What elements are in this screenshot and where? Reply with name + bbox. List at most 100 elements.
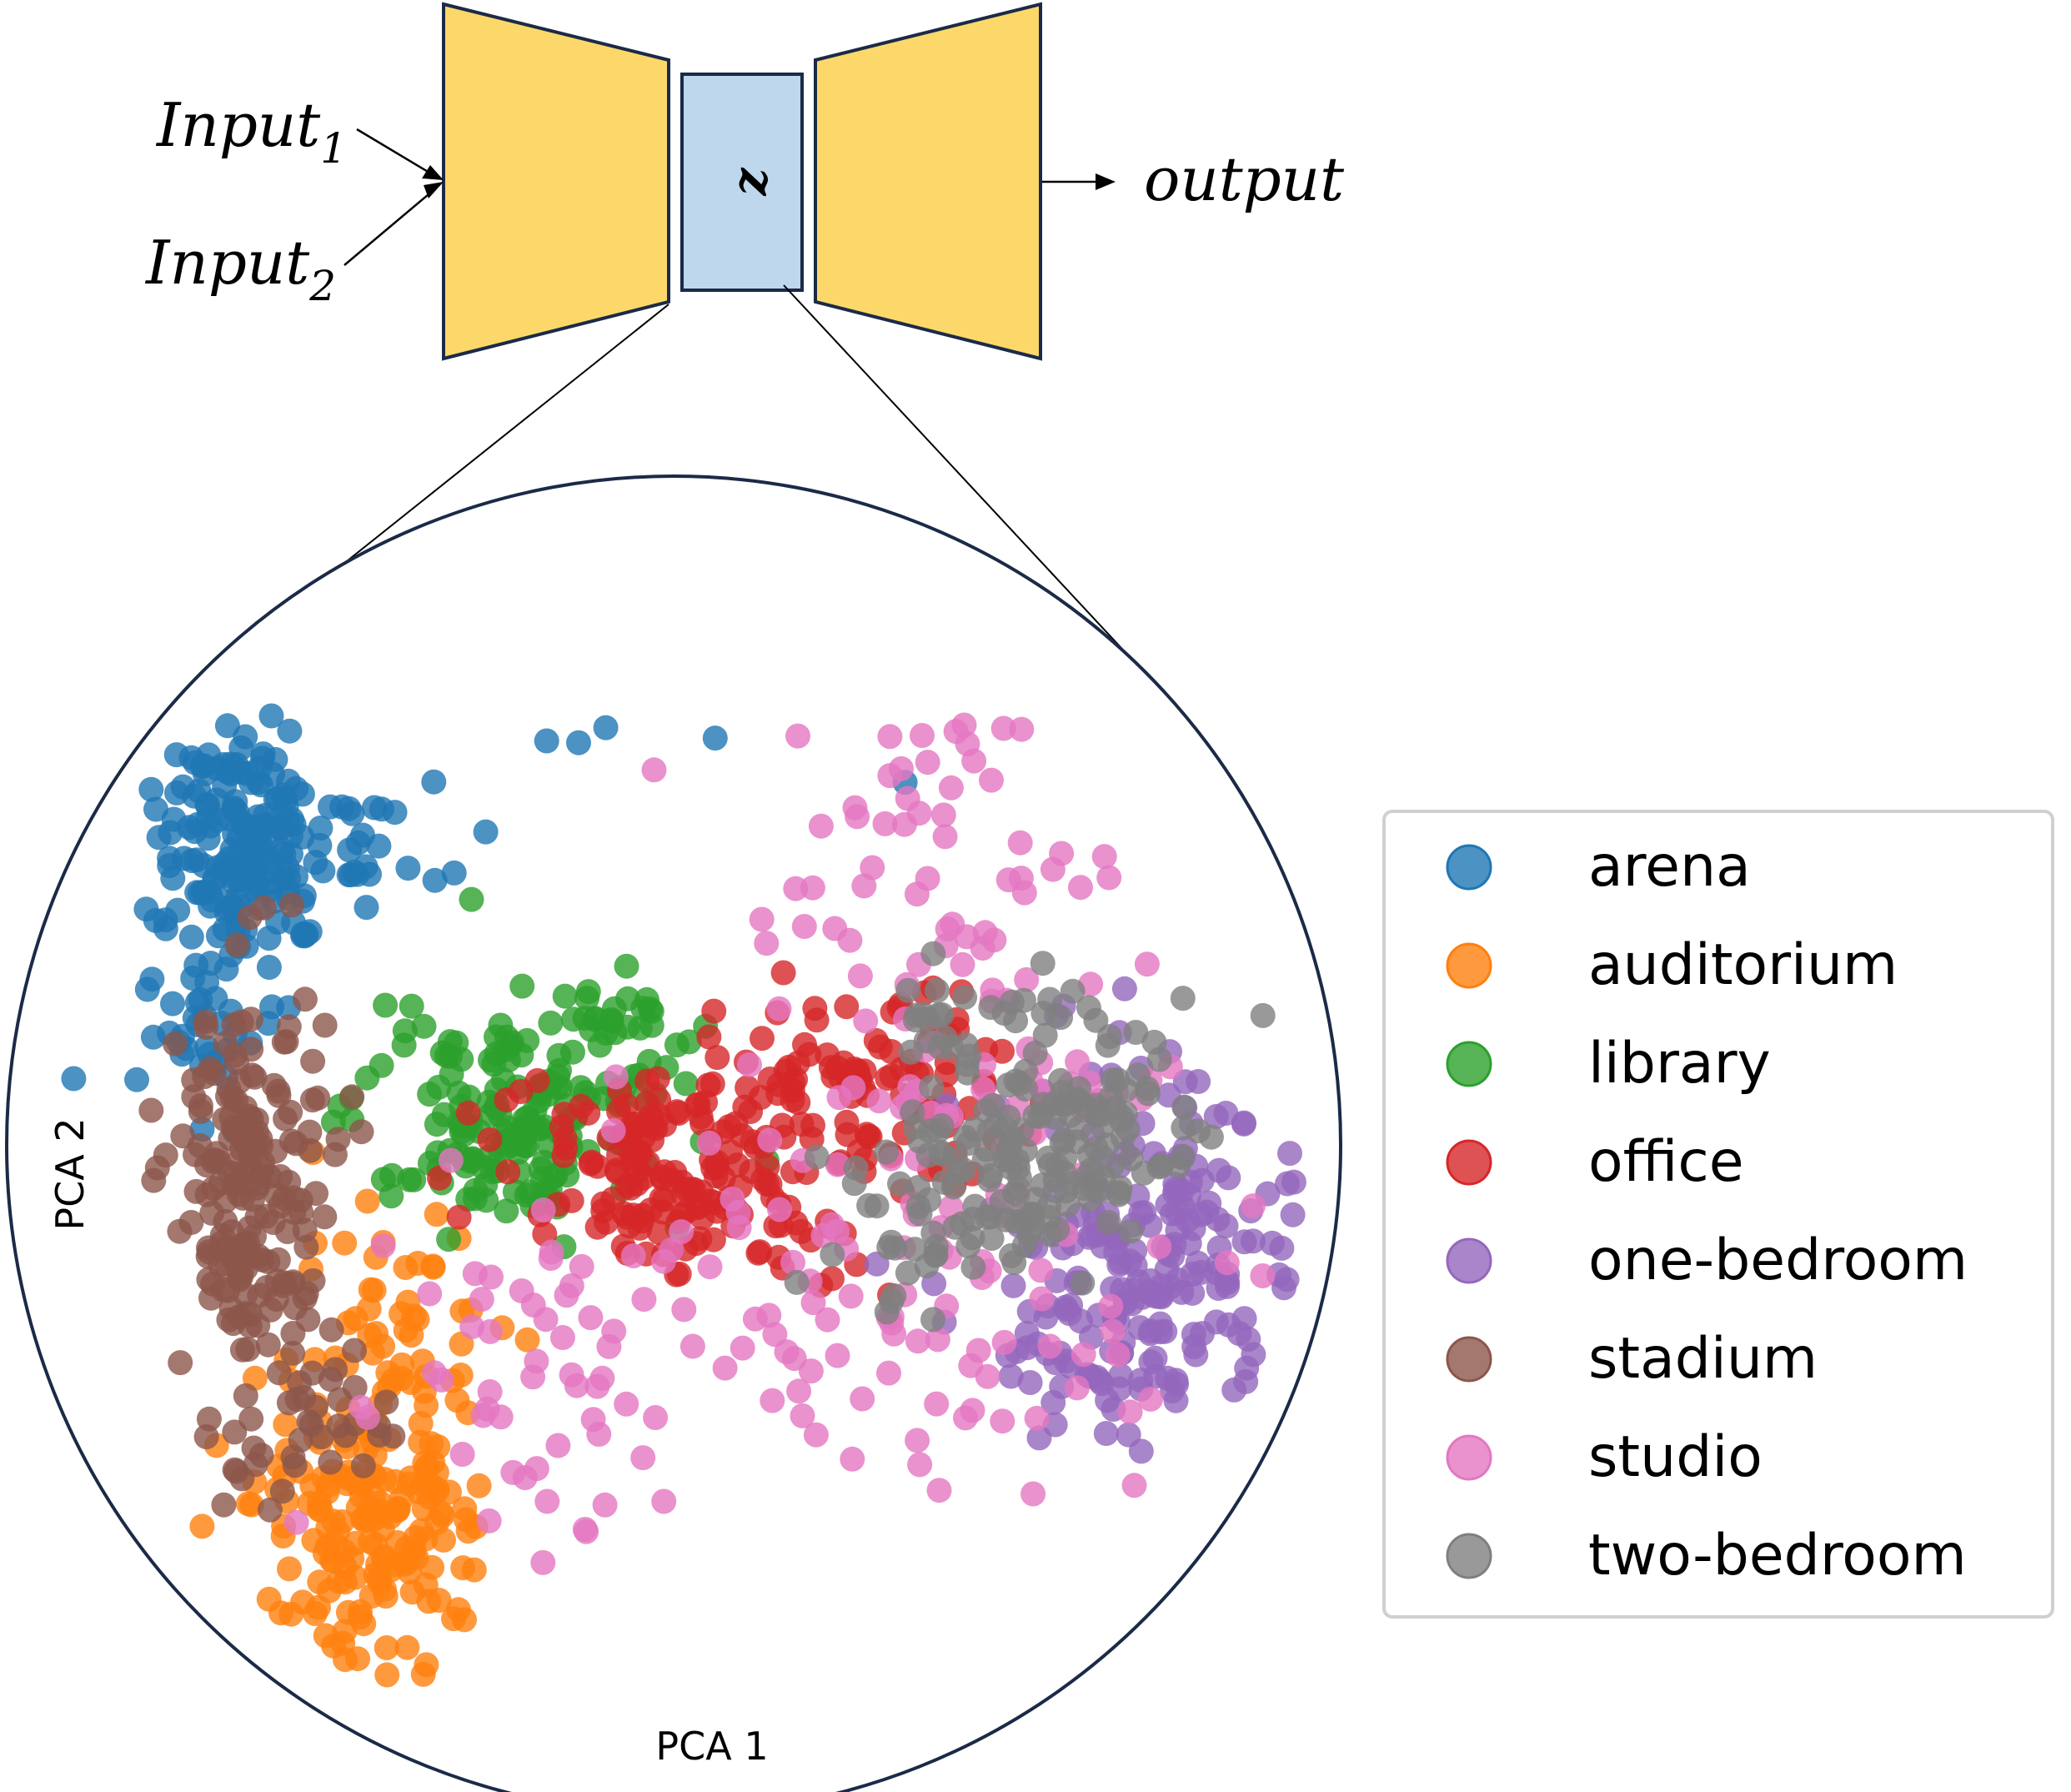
point-stadium <box>194 1152 219 1178</box>
point-studio <box>520 1364 546 1390</box>
point-two-bedroom <box>955 1131 981 1156</box>
point-two-bedroom <box>971 1147 997 1173</box>
latent-block <box>680 73 804 292</box>
point-studio <box>791 914 817 939</box>
point-auditorium <box>278 1601 304 1627</box>
point-studio <box>1011 880 1037 906</box>
point-studio <box>643 1405 669 1430</box>
point-studio <box>760 1388 785 1413</box>
point-studio <box>1091 844 1117 870</box>
point-stadium <box>196 1239 222 1265</box>
point-office <box>700 1227 726 1252</box>
point-office <box>754 1172 780 1197</box>
x-axis-label: PCA 1 <box>655 1724 768 1769</box>
point-stadium <box>244 1204 270 1230</box>
point-two-bedroom <box>1123 1020 1149 1045</box>
point-stadium <box>241 1435 267 1461</box>
point-one-bedroom <box>1128 1368 1154 1393</box>
legend-label-stadium: stadium <box>1588 1326 1818 1392</box>
point-office <box>705 1045 730 1071</box>
point-two-bedroom <box>1073 1164 1099 1190</box>
point-stadium <box>342 1338 367 1363</box>
point-studio <box>897 1074 923 1100</box>
point-auditorium <box>431 1527 456 1553</box>
point-one-bedroom <box>1084 1364 1110 1390</box>
point-two-bedroom <box>1096 1209 1121 1235</box>
point-studio <box>509 1278 534 1303</box>
point-office <box>867 1034 893 1060</box>
point-office <box>747 1239 773 1265</box>
point-auditorium <box>372 1577 397 1603</box>
point-one-bedroom <box>1280 1202 1306 1227</box>
legend-items: arenaauditoriumlibraryofficeone-bedrooms… <box>1446 834 1968 1589</box>
point-library <box>637 996 663 1022</box>
point-office <box>755 1154 780 1180</box>
zoom-line-right <box>783 284 1143 671</box>
scatter-plot: PCA 1 PCA 2 <box>5 474 1342 1792</box>
point-two-bedroom <box>876 1234 902 1260</box>
point-studio <box>742 1306 768 1332</box>
point-studio <box>1214 1250 1240 1276</box>
point-library <box>544 1074 569 1100</box>
point-arena <box>278 841 303 867</box>
point-studio <box>840 1446 865 1472</box>
point-studio <box>838 1283 864 1309</box>
point-studio <box>651 1488 677 1514</box>
point-office <box>427 1165 452 1191</box>
point-two-bedroom <box>992 1147 1018 1172</box>
point-one-bedroom <box>1128 1438 1154 1464</box>
point-library <box>673 1071 699 1097</box>
point-arena <box>421 769 447 795</box>
point-studio <box>932 824 958 850</box>
point-office <box>770 960 796 986</box>
point-two-bedroom <box>952 985 978 1010</box>
point-studio <box>876 1360 901 1386</box>
point-studio <box>659 1237 684 1262</box>
point-arena <box>249 745 275 771</box>
point-one-bedroom <box>1181 1334 1207 1359</box>
legend-marker-studio <box>1446 1434 1492 1481</box>
point-two-bedroom <box>895 977 921 1003</box>
point-one-bedroom <box>1160 1201 1185 1227</box>
point-library <box>582 1006 608 1032</box>
point-two-bedroom <box>1053 1178 1079 1204</box>
point-two-bedroom <box>1198 1124 1224 1150</box>
legend-item-two-bedroom: two-bedroom <box>1446 1523 1967 1589</box>
point-one-bedroom <box>1236 1327 1261 1352</box>
point-stadium <box>183 1178 209 1204</box>
point-stadium <box>258 1497 283 1523</box>
point-one-bedroom <box>1093 1421 1119 1446</box>
point-stadium <box>196 1267 222 1293</box>
point-two-bedroom <box>1136 1081 1161 1107</box>
point-library <box>481 1052 507 1077</box>
point-studio <box>800 875 825 901</box>
point-stadium <box>269 1478 295 1504</box>
point-stadium <box>229 1337 255 1363</box>
point-studio <box>631 1287 657 1313</box>
point-stadium <box>233 1383 258 1408</box>
point-stadium <box>295 1307 321 1333</box>
point-library <box>473 1172 499 1197</box>
point-auditorium <box>361 1277 387 1303</box>
point-two-bedroom <box>923 1242 949 1267</box>
point-stadium <box>322 1142 348 1167</box>
point-auditorium <box>450 1555 476 1581</box>
point-library <box>373 992 399 1018</box>
point-auditorium <box>189 1513 215 1539</box>
point-office <box>477 1127 503 1152</box>
point-two-bedroom <box>1006 1071 1032 1097</box>
point-studio <box>1098 1293 1124 1319</box>
point-two-bedroom <box>1032 1022 1058 1048</box>
point-two-bedroom <box>1001 1250 1027 1276</box>
point-stadium <box>199 1200 225 1226</box>
point-stadium <box>238 1037 264 1062</box>
point-office <box>578 1151 604 1177</box>
point-studio <box>803 1422 829 1448</box>
point-auditorium <box>419 1431 444 1457</box>
legend: arenaauditoriumlibraryofficeone-bedrooms… <box>1382 810 2054 1619</box>
point-library <box>417 1082 443 1107</box>
point-stadium <box>222 1419 248 1445</box>
point-arena <box>256 955 282 980</box>
point-library <box>369 1052 394 1078</box>
point-stadium <box>163 1031 188 1057</box>
